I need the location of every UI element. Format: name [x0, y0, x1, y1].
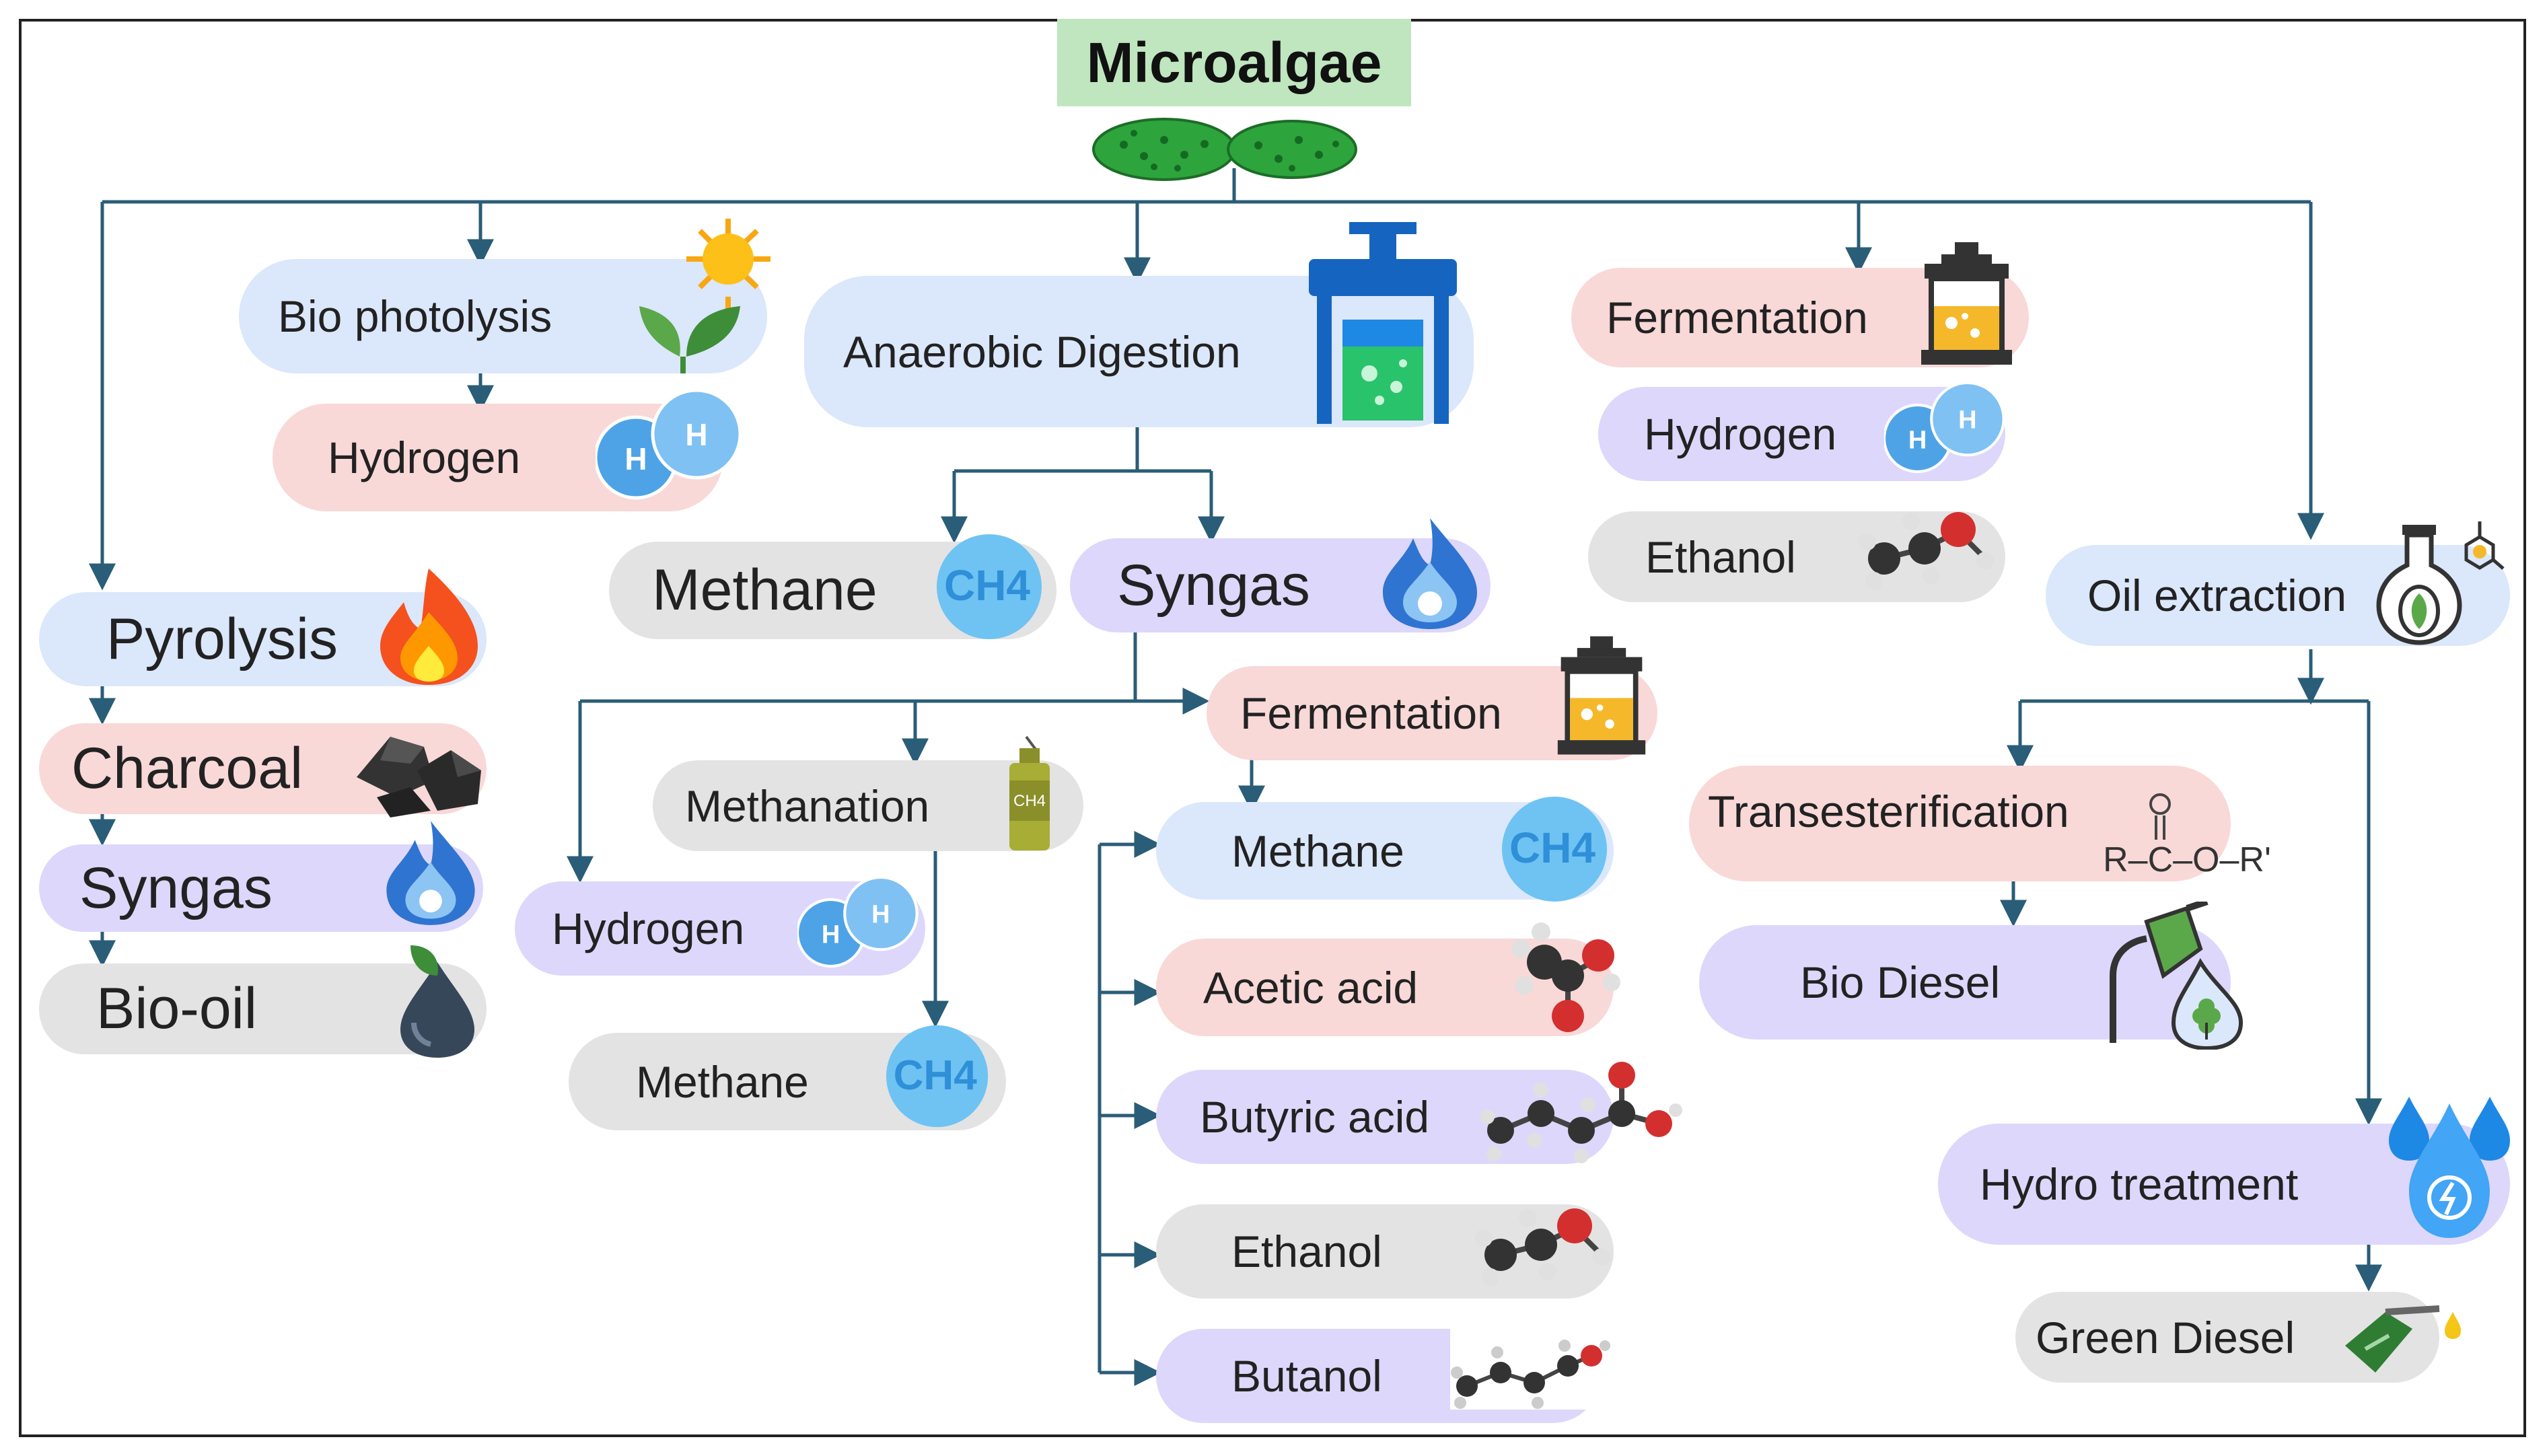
- sun-plant-icon: [639, 219, 770, 373]
- diesel-nozzle-icon: [2345, 1305, 2461, 1373]
- fire-icon: [380, 569, 478, 685]
- ester-formula-icon: R–C–O–R': [2103, 793, 2271, 879]
- node-label: Methane: [652, 558, 877, 622]
- node-label: Syngas: [79, 855, 273, 920]
- methane-bubble-icon: CH4: [886, 1025, 989, 1128]
- butanol-molecule-icon: [1450, 1329, 1610, 1410]
- ester-formula: R–C–O–R': [2103, 840, 2271, 879]
- hydrogen-molecule-icon: H H: [596, 388, 742, 500]
- ethanol-molecule-icon: [1475, 1208, 1610, 1286]
- node-label: Hydro treatment: [1980, 1159, 2299, 1209]
- ch4-label: CH4: [1013, 792, 1046, 810]
- flame-icon: [386, 821, 475, 925]
- bioreactor-icon: [1309, 222, 1457, 424]
- node-label: Methane: [1231, 826, 1404, 876]
- node-label: Butanol: [1231, 1351, 1382, 1401]
- node-bio-diesel: Bio Diesel: [1699, 925, 2231, 1040]
- node-label: Hydrogen: [328, 433, 521, 482]
- hydrogen-molecule-icon: H H: [797, 875, 919, 968]
- h-label: H: [1958, 406, 1976, 435]
- h-label: H: [624, 441, 647, 476]
- fermenter-icon: [1557, 636, 1646, 755]
- node-transesterification: Transesterification: [1689, 766, 2231, 881]
- node-label: Syngas: [1117, 552, 1310, 618]
- node-label: Butyric acid: [1200, 1092, 1430, 1142]
- title-microalgae: Microalgae: [1057, 19, 1411, 106]
- flame-icon: [1383, 518, 1477, 629]
- oil-flask-icon: [2376, 521, 2505, 645]
- node-label: Pyrolysis: [106, 606, 338, 671]
- node-label: Hydrogen: [552, 904, 745, 953]
- butyric-acid-molecule-icon: [1480, 1062, 1682, 1163]
- node-label: Bio Diesel: [1800, 957, 2001, 1007]
- node-label: Ethanol: [1231, 1227, 1382, 1276]
- hydrogen-molecule-icon: H H: [1884, 381, 2005, 474]
- node-label: Bio-oil: [96, 976, 257, 1041]
- fermenter-icon: [1921, 242, 2012, 365]
- h-label: H: [685, 417, 707, 452]
- algae-cells-icon: [1092, 118, 1357, 181]
- water-drops-icon: [2389, 1097, 2510, 1238]
- ch4-label: CH4: [894, 1052, 978, 1099]
- methane-bubble-icon: CH4: [1502, 797, 1607, 902]
- node-label: Green Diesel: [2036, 1312, 2295, 1362]
- node-label: Methanation: [685, 780, 930, 831]
- node-label: Ethanol: [1645, 532, 1796, 582]
- h-label: H: [871, 901, 890, 929]
- ch4-label: CH4: [1509, 824, 1595, 872]
- node-label: Bio photolysis: [278, 291, 552, 341]
- node-label: Methane: [636, 1056, 809, 1107]
- node-label: Transesterification: [1708, 787, 2069, 836]
- node-label: Hydrogen: [1644, 409, 1837, 459]
- node-label: Fermentation: [1240, 688, 1502, 738]
- methane-cylinder-icon: CH4: [1009, 735, 1050, 850]
- node-label: Oil extraction: [2087, 571, 2347, 620]
- ethanol-molecule-icon: [1859, 512, 1994, 589]
- ch4-label: CH4: [944, 561, 1030, 610]
- acetic-acid-molecule-icon: [1511, 922, 1620, 1032]
- node-label: Acetic acid: [1203, 962, 1419, 1013]
- fuel-pump-icon: [2110, 902, 2244, 1050]
- node-label: Fermentation: [1606, 293, 1868, 342]
- node-label: Anaerobic Digestion: [843, 326, 1241, 377]
- charcoal-icon: [357, 737, 481, 817]
- h-label: H: [822, 920, 840, 949]
- oil-drop-icon: [400, 945, 474, 1058]
- methane-bubble-icon: CH4: [937, 534, 1042, 639]
- node-label: Charcoal: [71, 736, 303, 801]
- h-label: H: [1908, 426, 1927, 454]
